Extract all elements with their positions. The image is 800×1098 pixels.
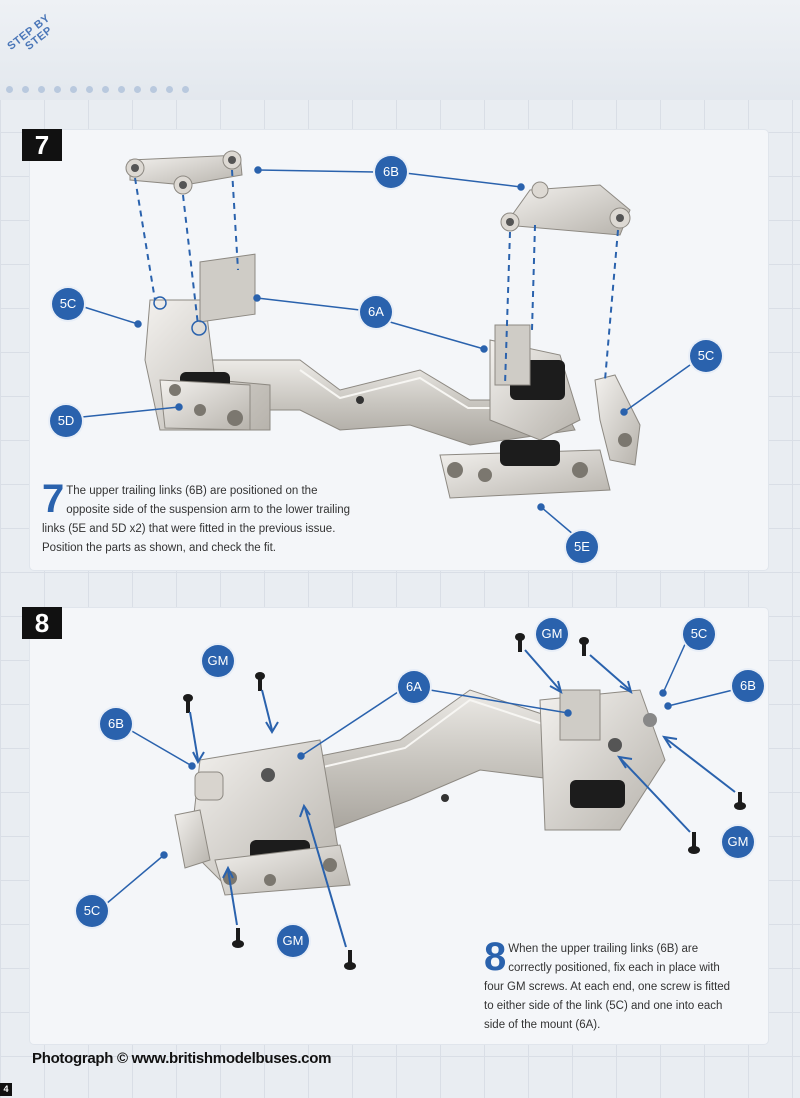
label-5c: 5C: [690, 340, 722, 372]
step-8-line: correctly positioned, fix each in place …: [508, 962, 720, 974]
label-gm: GM: [722, 826, 754, 858]
step-8-dropcap: 8: [484, 935, 507, 979]
dot: [182, 86, 189, 93]
step-8-line: side of the mount (6A).: [484, 1019, 601, 1031]
label-5c: 5C: [683, 618, 715, 650]
step-8-screw-arrows: [189, 649, 736, 948]
label-5c: 5C: [76, 895, 108, 927]
dot: [70, 86, 77, 93]
label-6b: 6B: [100, 708, 132, 740]
step-8-gm-screws: [183, 633, 746, 970]
step-8-leader-lines: [105, 641, 734, 905]
step-7-number: 7: [22, 129, 62, 161]
label-5c: 5C: [52, 288, 84, 320]
step-8-description: 8 When the upper trailing links (6B) are…: [484, 935, 754, 1035]
header-dots: [6, 86, 226, 94]
dot: [54, 86, 61, 93]
step-7-hole-marker: [191, 320, 207, 336]
dot: [38, 86, 45, 93]
step-7-line: Position the parts as shown, and check t…: [42, 542, 276, 554]
step-7-upper-links: [125, 150, 631, 236]
dot: [86, 86, 93, 93]
label-6b: 6B: [375, 156, 407, 188]
dot: [166, 86, 173, 93]
dot: [134, 86, 141, 93]
label-gm: GM: [202, 645, 234, 677]
dot: [118, 86, 125, 93]
label-gm: GM: [536, 618, 568, 650]
step-8-line: four GM screws. At each end, one screw i…: [484, 981, 731, 993]
label-6a: 6A: [360, 296, 392, 328]
step-8-line: to either side of the link (5C) and one …: [484, 1000, 723, 1012]
dot: [6, 86, 13, 93]
step-7-dropcap: 7: [42, 477, 65, 521]
label-6b: 6B: [732, 670, 764, 702]
dot: [102, 86, 109, 93]
photo-credit: Photograph © www.britishmodelbuses.com: [32, 1050, 332, 1067]
label-5e: 5E: [566, 531, 598, 563]
step-7-description: 7 The upper trailing links (6B) are posi…: [42, 477, 382, 558]
step-7-line: links (5E and 5D x2) that were fitted in…: [42, 523, 336, 535]
dot: [150, 86, 157, 93]
header-band: [0, 0, 800, 100]
step-7-hole-marker: [153, 296, 167, 310]
step-7-line: opposite side of the suspension arm to t…: [66, 504, 351, 516]
step-7-dashed-guides: [134, 169, 619, 386]
step-8-number: 8: [22, 607, 62, 639]
step-8-line: When the upper trailing links (6B) are: [508, 943, 699, 955]
label-6a: 6A: [398, 671, 430, 703]
step-8-suspension-arm: [174, 689, 666, 896]
label-gm: GM: [277, 925, 309, 957]
step-7-suspension-arm: [144, 253, 641, 499]
step-7-leader-lines: [81, 166, 691, 536]
label-5d: 5D: [50, 405, 82, 437]
step-7-line: The upper trailing links (6B) are positi…: [66, 485, 318, 497]
page-number: 4: [0, 1083, 12, 1096]
dot: [22, 86, 29, 93]
